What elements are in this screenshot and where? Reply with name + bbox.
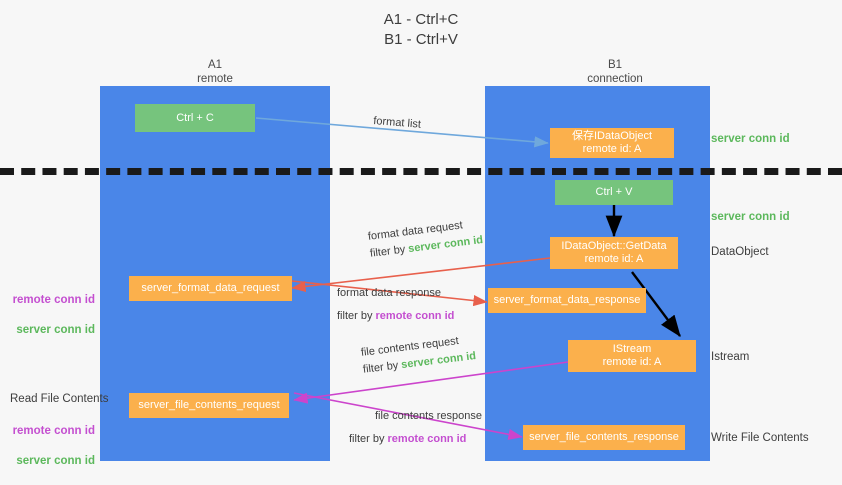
box-ctrl-v[interactable]: Ctrl + V xyxy=(555,180,673,205)
box-server-format-data-request[interactable]: server_format_data_request xyxy=(129,276,292,301)
annotation-server-conn-id-2: server conn id xyxy=(16,455,95,467)
annotation-remote-conn-id-1: remote conn id xyxy=(12,294,95,306)
box-save-idataobject[interactable]: 保存IDataObject remote id: A xyxy=(550,128,674,158)
box-ctrl-c[interactable]: Ctrl + C xyxy=(135,104,255,132)
box-server-file-contents-request[interactable]: server_file_contents_request xyxy=(129,393,289,418)
annotation-server-conn-id-1: server conn id xyxy=(16,324,95,336)
annotation-istream: Istream xyxy=(711,351,750,363)
annotation-write-file-contents: Write File Contents xyxy=(711,432,809,444)
annotation-server-conn-id-mid: server conn id xyxy=(711,211,790,223)
annotation-remote-conn-id-2: remote conn id xyxy=(12,425,95,437)
box-istream[interactable]: IStream remote id: A xyxy=(568,340,696,372)
page-title: A1 - Ctrl+C B1 - Ctrl+V xyxy=(383,11,459,48)
column-header-b1: B1 connection xyxy=(587,59,643,85)
box-server-file-contents-response[interactable]: server_file_contents_response xyxy=(523,425,685,450)
edge-label-format-data-response: format data response xyxy=(337,287,441,299)
edge-label-file-contents-response: file contents response xyxy=(375,410,483,422)
annotation-dataobject: DataObject xyxy=(711,246,769,258)
edge-label-format-data-response-filter: filter by remote conn id xyxy=(337,310,455,322)
column-header-a1: A1 remote xyxy=(197,59,233,85)
box-idataobject-getdata[interactable]: IDataObject::GetData remote id: A xyxy=(550,237,678,269)
annotation-server-conn-id-top: server conn id xyxy=(711,133,790,145)
edge-label-format-list: format list xyxy=(372,114,422,131)
box-server-format-data-response[interactable]: server_format_data_response xyxy=(488,288,646,313)
edge-label-file-contents-response-filter: filter by remote conn id xyxy=(349,433,467,445)
phase-divider xyxy=(0,168,842,175)
annotation-read-file-contents: Read File Contents xyxy=(10,393,109,405)
